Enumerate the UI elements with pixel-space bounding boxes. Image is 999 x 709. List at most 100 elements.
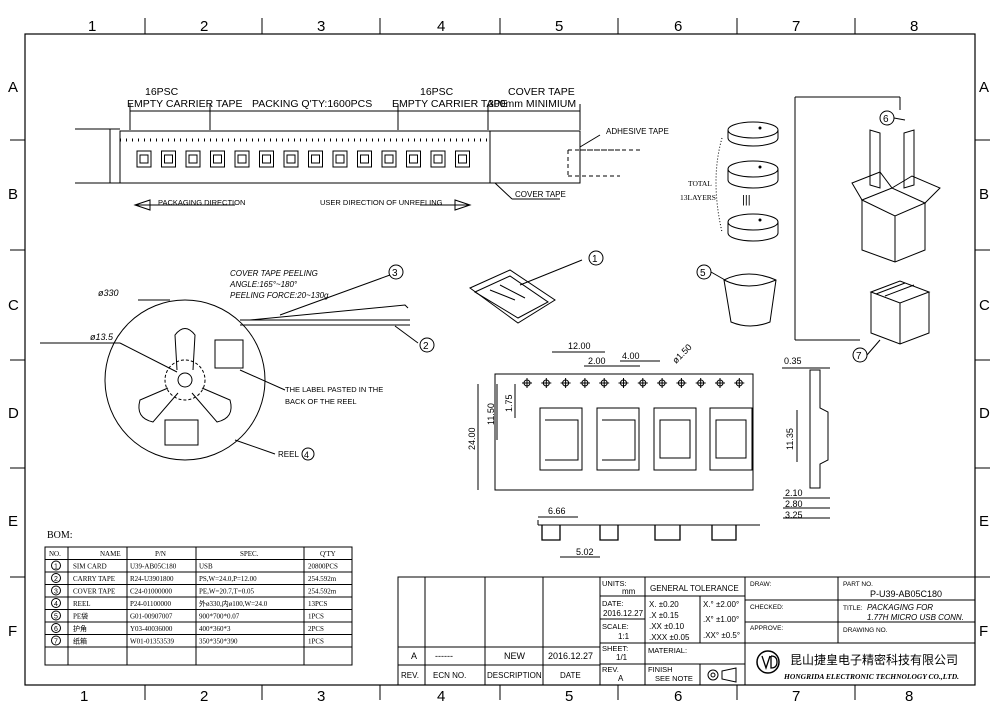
title-block — [397, 576, 976, 686]
bom-cell: W01-01353539 — [130, 638, 174, 646]
rev-a: A — [411, 651, 417, 661]
bom-cell: REEL — [73, 600, 91, 608]
tol-x2: .XX ±0.10 — [649, 622, 685, 631]
label-cover-minimum: 300mm MINIMIUM — [488, 98, 576, 110]
bom-cell: 2PCS — [308, 625, 324, 633]
part-no: P-U39-AB05C180 — [870, 589, 942, 599]
bom-cell: CARRY TAPE — [73, 575, 115, 583]
tape-cross-section: 6.66 5.02 — [537, 506, 760, 558]
tape-detail: 12.00 2.00 4.00 ø1.50 24.00 11.50 1.75 — [467, 341, 754, 491]
bom-header: P/N — [155, 550, 166, 558]
bom-no-circle — [51, 623, 61, 633]
label-empty-carrier-left: EMPTY CARRIER TAPE — [127, 98, 243, 110]
label-packaging-direction: PACKAGING DIRECTION — [158, 198, 245, 207]
pocket-inner — [384, 154, 394, 164]
pocket-inner — [164, 154, 173, 164]
sheet-label: SHEET: — [602, 644, 628, 653]
bom-cell: USB — [199, 563, 213, 571]
dim-0-35: 0.35 — [784, 356, 802, 366]
bom-header: SPEC. — [240, 550, 259, 558]
tape-pocket — [357, 150, 372, 168]
hdr-date: DATE — [560, 671, 581, 680]
row-label: B — [979, 186, 989, 203]
carrier-tape-view: 16PSC EMPTY CARRIER TAPE PACKING Q'TY:16… — [75, 86, 669, 211]
row-label: D — [979, 405, 990, 422]
label-peel-2: ANGLE:165°~180° — [229, 280, 298, 289]
row-label: A — [979, 79, 989, 96]
tape-pocket — [259, 150, 274, 168]
tape-pocket — [308, 150, 323, 168]
rev-date: 2016.12.27 — [548, 651, 593, 661]
col-label: 4 — [437, 18, 445, 35]
dim-12-00: 12.00 — [568, 341, 591, 351]
bom-cell: PE袋 — [73, 612, 88, 621]
bom-cell: PS,W=24.0,P=12.00 — [199, 575, 257, 583]
pocket-inner — [237, 154, 247, 164]
col-label: 6 — [674, 18, 682, 35]
pocket-inner — [188, 154, 198, 164]
col-label: 8 — [910, 18, 918, 35]
label-cover-tape-top: COVER TAPE — [508, 86, 575, 98]
reel-front-view: ø330 ø13.5 THE LABEL PASTED IN THE BACK … — [40, 288, 383, 461]
company-name-en: HONGRIDA ELECTRONIC TECHNOLOGY CO.,LTD. — [783, 672, 959, 681]
col-label: 7 — [792, 18, 800, 35]
tol-x1: .X ±0.15 — [649, 611, 679, 620]
col-label: 5 — [555, 18, 563, 35]
label-reel-note-1: THE LABEL PASTED IN THE — [285, 385, 383, 394]
tape-pocket — [381, 150, 397, 168]
part-no-label: PART NO. — [843, 581, 873, 588]
dim-5-02: 5.02 — [576, 547, 594, 557]
pocket-inner — [360, 154, 369, 164]
label-reel: REEL — [278, 450, 299, 459]
tape-pocket — [210, 150, 225, 168]
bom-cell: 3 — [54, 589, 58, 596]
peeling-diagram: 3 2 COVER TAPE PEELING ANGLE:165°~180° P… — [229, 264, 435, 353]
pocket-inner — [458, 154, 467, 164]
title-label: TITLE: — [843, 605, 863, 612]
bom-cell: R24-U3901800 — [130, 575, 174, 583]
hdr-rev: REV. — [401, 671, 419, 680]
ang-1: X.° ±2.00° — [703, 600, 739, 609]
bom-no-circle — [51, 585, 61, 596]
tape-pocket — [185, 150, 201, 168]
bom-cell: 5 — [54, 614, 58, 621]
callout-5: 5 — [700, 268, 706, 279]
row-label: B — [8, 186, 18, 203]
tape-pocket — [406, 150, 421, 168]
dim-4-00: 4.00 — [622, 351, 640, 361]
title-line-2: 1.77H MICRO USB CONN. — [867, 613, 964, 622]
bom-cell: SIM CARD — [73, 563, 107, 571]
grid-labels — [10, 18, 990, 700]
callout-4: 4 — [304, 450, 309, 460]
bom-cell: 外ø330,内ø100,W=24.0 — [199, 599, 268, 608]
bom-header: NO. — [49, 550, 61, 558]
label-user-direction: USER DIRECTION OF UNREELING — [320, 198, 443, 207]
company-logo-icon — [756, 650, 780, 674]
rev-value: A — [618, 674, 624, 683]
bom-cell: 6 — [54, 626, 58, 633]
sprocket-crosshair — [618, 378, 629, 388]
pocket-inner — [286, 154, 296, 164]
sprocket-crosshair — [599, 378, 610, 388]
units-label: UNITS: — [602, 579, 627, 588]
row-label: E — [8, 513, 18, 530]
bom-cell: C24-01000000 — [130, 588, 173, 596]
projection-symbol-icon — [707, 667, 737, 683]
row-label: F — [979, 623, 988, 640]
bom-cell: U39-AB05C180 — [130, 563, 177, 571]
sprocket-crosshair — [657, 378, 668, 388]
col-label: 4 — [437, 688, 445, 705]
col-label: 2 — [200, 688, 208, 705]
callout-6: 6 — [883, 114, 889, 125]
sprocket-crosshair — [522, 378, 532, 388]
col-label: 1 — [88, 18, 96, 35]
bom-cell: 纸箱 — [73, 637, 87, 646]
row-label: C — [979, 297, 990, 314]
hdr-ecn: ECN NO. — [433, 671, 466, 680]
dim-dia-1-50: ø1.50 — [670, 342, 693, 365]
label-peel-1: COVER TAPE PEELING — [230, 269, 318, 278]
general-tolerance: GENERAL TOLERANCE — [650, 584, 739, 593]
bom-cell: 护角 — [73, 624, 87, 633]
finish-label: FINISH — [648, 665, 673, 674]
bom-cell: 20800PCS — [308, 563, 338, 571]
